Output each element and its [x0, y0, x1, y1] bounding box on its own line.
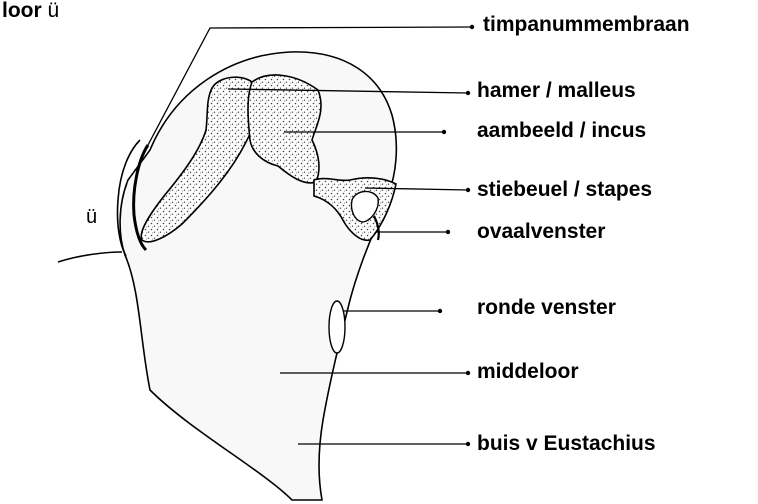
arrow-dot-aambeeld	[442, 130, 446, 134]
arrow-dot-buis	[466, 442, 470, 446]
header-fragment-text: loor	[2, 0, 42, 22]
arrow-dot-timpanum	[470, 25, 474, 29]
arrow-dot-ovaal	[446, 230, 450, 234]
label-eustachian-tube: buis v Eustachius	[477, 433, 656, 454]
header-fragment: loor ü	[2, 0, 59, 21]
leader-arrowheads	[438, 25, 474, 446]
label-stapes: stiebeuel / stapes	[477, 179, 652, 200]
label-round-window: ronde venster	[477, 297, 616, 318]
arrow-dot-middeloor	[466, 371, 470, 375]
header-fragment-glyph: ü	[48, 0, 60, 22]
label-malleus: hamer / malleus	[477, 80, 636, 101]
arrow-dot-stiebeuel	[466, 188, 470, 192]
label-tympanic-membrane: timpanummembraan	[483, 14, 690, 35]
stray-glyph: ü	[86, 207, 97, 227]
arrow-dot-hamer	[466, 91, 470, 95]
label-incus: aambeeld / incus	[477, 120, 646, 141]
arrow-dot-ronde	[438, 309, 442, 313]
round-window	[329, 301, 345, 353]
ear-canal-wall	[58, 252, 122, 262]
label-oval-window: ovaalvenster	[477, 221, 605, 242]
label-middle-ear: middeloor	[477, 361, 579, 382]
